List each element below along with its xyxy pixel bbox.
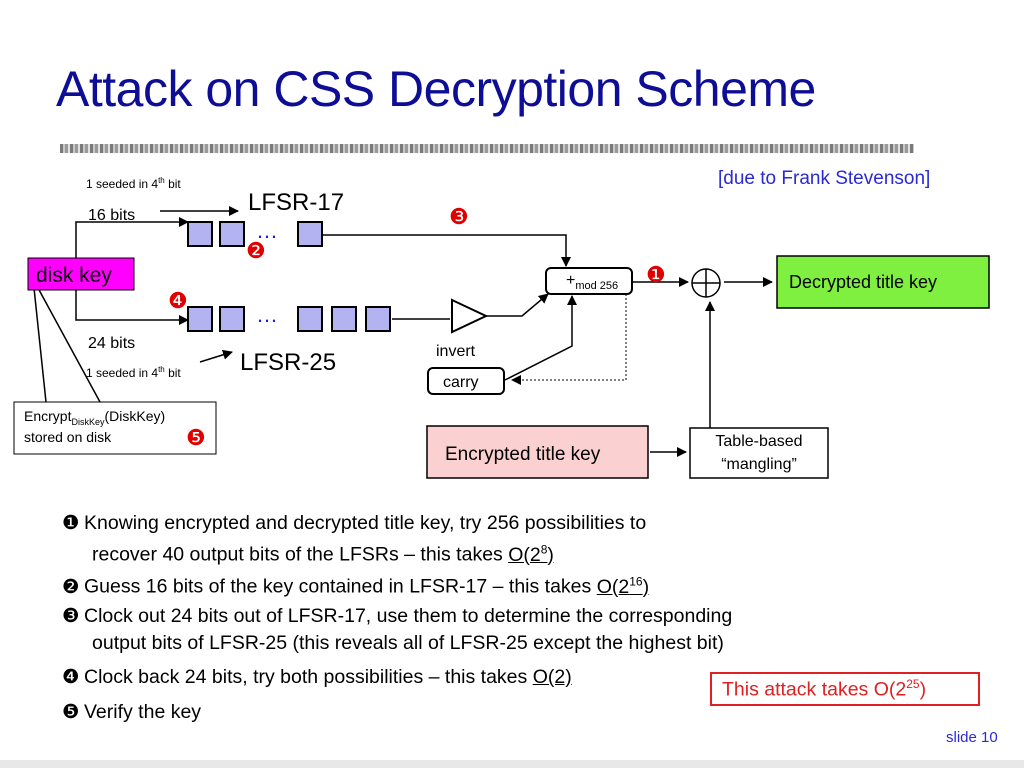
lfsr-25-ellipsis: … bbox=[256, 302, 278, 327]
lfsr-17-bits-label: 16 bits bbox=[88, 207, 135, 224]
disk-key-box bbox=[27, 257, 135, 291]
lfsr-25-cell bbox=[331, 306, 357, 332]
complexity-o2-16: O(216) bbox=[596, 574, 650, 598]
lfsr-17-register bbox=[187, 221, 323, 247]
invert-label: invert bbox=[436, 343, 476, 360]
carry-dotted-line bbox=[511, 290, 627, 385]
decrypted-title-key-label: Decrypted title key bbox=[789, 272, 937, 292]
lfsr-17-cell bbox=[297, 221, 323, 247]
carry-box bbox=[427, 367, 505, 395]
bullet-3-continued: output bits of LFSR-25 (this reveals all… bbox=[92, 632, 724, 654]
lfsr-17-cell bbox=[219, 221, 245, 247]
bullet-1-continued: recover 40 output bits of the LFSRs – th… bbox=[92, 542, 554, 566]
encrypted-title-key-box bbox=[426, 425, 649, 479]
credit-note: [due to Frank Stevenson] bbox=[718, 168, 931, 189]
lfsr-25-seed-note: 1 seeded in 4th bit bbox=[86, 365, 181, 380]
lfsr-25-bits-label: 24 bits bbox=[88, 335, 135, 352]
title-divider bbox=[60, 144, 914, 153]
lfsr-25-label: LFSR-25 bbox=[240, 349, 336, 376]
step-marker-5: ❺ bbox=[186, 425, 206, 450]
lfsr-25-cell bbox=[297, 306, 323, 332]
attack-complexity-note: This attack takes O(225) bbox=[710, 672, 980, 706]
stored-on-disk-box bbox=[13, 401, 217, 455]
xor-icon bbox=[691, 268, 721, 298]
encrypted-title-key-label: Encrypted title key bbox=[445, 444, 601, 465]
lfsr-25-register bbox=[187, 306, 391, 332]
step-marker-4: ❹ bbox=[168, 288, 188, 313]
footer-bar bbox=[0, 760, 1024, 768]
slide-number: slide 10 bbox=[946, 729, 998, 746]
stored-line-2: stored on disk bbox=[24, 429, 112, 445]
complexity-o2-8: O(28) bbox=[508, 542, 554, 566]
lfsr-25-cell bbox=[219, 306, 245, 332]
mangling-line-1: Table-based bbox=[715, 433, 802, 450]
adder-box bbox=[545, 267, 633, 295]
step-marker-1: ❶ bbox=[646, 262, 666, 287]
disk-key-label: disk key bbox=[36, 264, 112, 287]
lfsr-17-seed-note: 1 seeded in 4th bit bbox=[86, 176, 181, 191]
complexity-o2: O(2) bbox=[532, 666, 572, 688]
lfsr-17-label: LFSR-17 bbox=[248, 189, 344, 216]
lfsr-25-cell bbox=[365, 306, 391, 332]
step-marker-2: ❷ bbox=[246, 238, 266, 263]
css-attack-diagram: … … disk key 1 seeded in 4th bit 16 bits… bbox=[13, 176, 990, 479]
slide-title: Attack on CSS Decryption Scheme bbox=[56, 61, 816, 117]
mangling-box bbox=[689, 427, 829, 479]
stored-line-1: EncryptDiskKey(DiskKey) bbox=[24, 408, 165, 427]
carry-label: carry bbox=[443, 374, 479, 391]
lfsr-17-cell bbox=[187, 221, 213, 247]
inverter-triangle bbox=[451, 298, 489, 334]
connector-lines bbox=[33, 206, 773, 457]
step-marker-3: ❸ bbox=[449, 204, 469, 229]
adder-label: +mod 256 bbox=[566, 272, 618, 292]
decrypted-title-key-box bbox=[776, 255, 990, 309]
mangling-line-2: “mangling” bbox=[721, 456, 797, 473]
lfsr-25-cell bbox=[187, 306, 213, 332]
lfsr-17-ellipsis: … bbox=[256, 218, 278, 243]
